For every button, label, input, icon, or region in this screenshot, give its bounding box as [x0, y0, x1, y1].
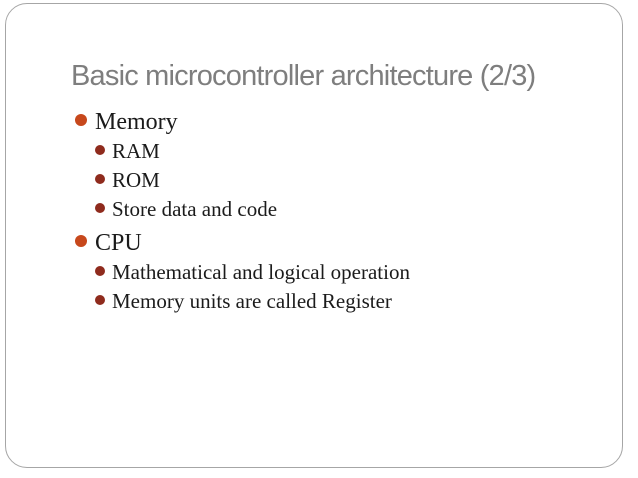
bullet-text: Store data and code: [112, 197, 278, 221]
bullet-circle-icon: [95, 202, 105, 213]
bullet-item-cpu: CPU: [72, 228, 602, 258]
bullet-text: RAM: [112, 139, 160, 163]
bullet-item-math-logic: Mathematical and logical operation: [72, 258, 602, 287]
bullet-item-ram: RAM: [72, 137, 602, 166]
bullet-circle-icon: [95, 294, 105, 305]
bullet-circle-icon: [75, 235, 87, 247]
slide-title: Basic microcontroller architecture (2/3): [71, 60, 536, 92]
bullet-item-register: Memory units are called Register: [72, 287, 602, 316]
bullet-circle-icon: [95, 265, 105, 276]
bullet-text: CPU: [95, 230, 142, 256]
bullet-circle-icon: [95, 144, 105, 155]
bullet-item-memory: Memory: [72, 107, 602, 137]
bullet-circle-icon: [95, 173, 105, 184]
bullet-text: Memory: [95, 109, 178, 135]
slide-border: [5, 3, 623, 468]
bullet-item-rom: ROM: [72, 166, 602, 195]
bullet-item-store-data: Store data and code: [72, 195, 602, 224]
bullet-text: Mathematical and logical operation: [112, 260, 410, 284]
bullet-circle-icon: [75, 114, 87, 126]
bullet-text: Memory units are called Register: [112, 289, 392, 313]
bullet-text: ROM: [112, 168, 160, 192]
bullet-list: Memory RAM ROM Store data and code CPU M…: [72, 107, 602, 316]
